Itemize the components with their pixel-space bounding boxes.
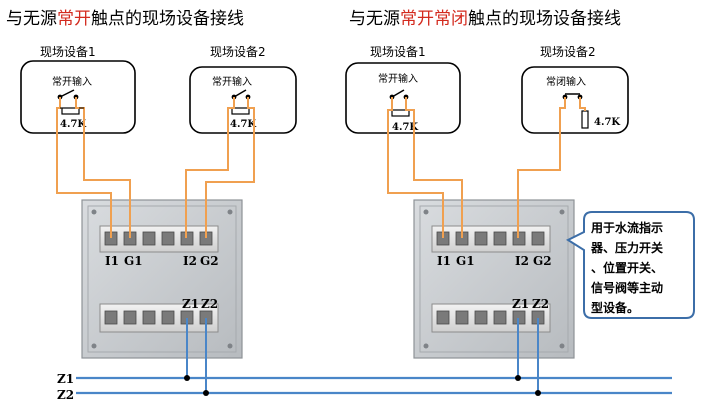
left-device-2-resistor-label: 4.7K (230, 119, 256, 130)
right-device-1-contact-label: 常开输入 (378, 72, 418, 85)
left-terminal-g1: G1 (124, 254, 143, 268)
right-terminal-i2: I2 (515, 254, 529, 268)
right-top-terminal-screws (436, 231, 545, 246)
callout-line-2: 器、压力开关 (590, 240, 663, 255)
right-terminal-z1: Z1 (512, 297, 529, 311)
left-module: I1 G1 I2 G2 Z1 Z2 (81, 199, 243, 359)
right-device-2-resistor-label: 4.7K (594, 117, 620, 128)
right-terminal-i1: I1 (437, 254, 451, 268)
left-device-2: 现场设备2 常开输入 4.7K (189, 45, 297, 134)
right-terminal-g2: G2 (533, 254, 552, 268)
right-device-2-resistor-icon (581, 110, 589, 129)
left-terminal-z1: Z1 (182, 297, 199, 311)
callout-line-3: 、位置开关、 (591, 260, 663, 275)
callout-line-1: 用于水流指示 (590, 220, 663, 235)
bus-label-z2: Z2 (57, 388, 74, 402)
bus-label-z1: Z1 (57, 372, 74, 386)
left-device-1-resistor-label: 4.7K (60, 119, 86, 130)
left-device-2-label: 现场设备2 (210, 45, 266, 59)
left-device-1: 现场设备1 常开输入 4.7K (20, 45, 136, 134)
left-terminal-g2: G2 (200, 254, 219, 268)
callout-line-4: 信号阀等主动 (591, 280, 663, 295)
right-device-2-label: 现场设备2 (540, 45, 596, 59)
right-device-1-label: 现场设备1 (370, 45, 426, 59)
bus-lines (76, 318, 672, 396)
left-device-1-label: 现场设备1 (40, 45, 96, 59)
right-device-wires (387, 97, 586, 238)
right-module: I1 G1 I2 G2 Z1 Z2 (413, 199, 575, 359)
left-bottom-terminal-screws (104, 310, 213, 325)
right-device-2-contact-label: 常闭输入 (546, 75, 586, 88)
right-device-1-resistor-icon (391, 109, 410, 117)
right-terminal-z2: Z2 (532, 297, 549, 311)
left-device-1-resistor-icon (61, 107, 80, 115)
left-title: 与无源常开触点的现场设备接线 (6, 9, 244, 29)
left-device-1-contact-label: 常开输入 (52, 75, 92, 88)
left-terminal-i2: I2 (183, 254, 197, 268)
callout-note: 用于水流指示 器、压力开关 、位置开关、 信号阀等主动 型设备。 (565, 211, 695, 319)
right-device-1: 现场设备1 常开输入 4.7K (345, 45, 461, 134)
right-title: 与无源常开常闭触点的现场设备接线 (349, 9, 621, 29)
left-device-wires (56, 97, 255, 238)
right-terminal-g1: G1 (456, 254, 475, 268)
right-device-2: 现场设备2 常闭输入 4.7K (521, 45, 629, 134)
left-terminal-i1: I1 (105, 254, 119, 268)
right-device-1-resistor-label: 4.7K (392, 122, 418, 133)
callout-line-5: 型设备。 (591, 300, 639, 315)
left-device-2-contact-label: 常开输入 (212, 75, 252, 88)
left-terminal-z2: Z2 (201, 297, 218, 311)
left-device-2-resistor-icon (231, 107, 250, 115)
